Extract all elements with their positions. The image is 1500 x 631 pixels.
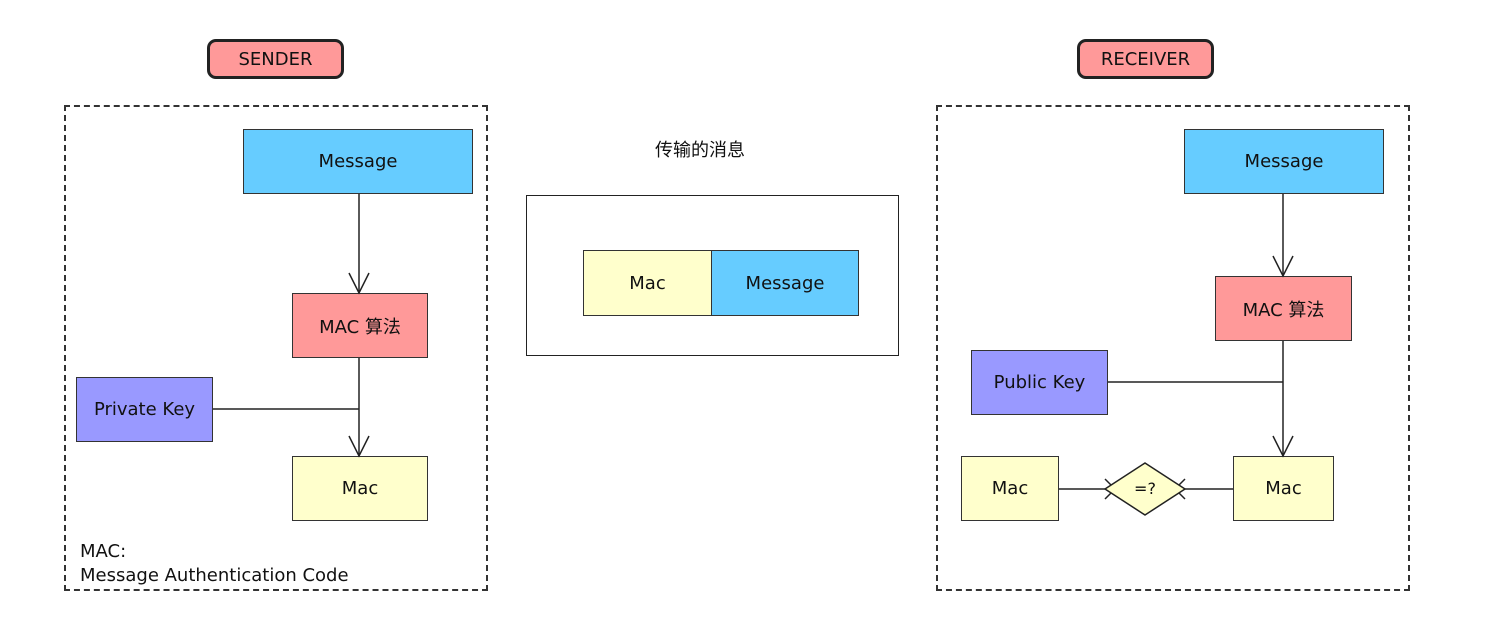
transfer-container xyxy=(526,195,899,356)
transfer-mac-box: Mac xyxy=(583,250,712,316)
receiver-public-key-box: Public Key xyxy=(971,350,1108,415)
receiver-received-mac-box: Mac xyxy=(961,456,1059,521)
sender-private-key-box: Private Key xyxy=(76,377,213,442)
receiver-container xyxy=(936,105,1410,591)
sender-mac-box: Mac xyxy=(292,456,428,521)
sender-message-box: Message xyxy=(243,129,473,194)
sender-mac-algorithm-box: MAC 算法 xyxy=(292,293,428,358)
receiver-title: RECEIVER xyxy=(1077,39,1214,79)
mac-definition-line2: Message Authentication Code xyxy=(80,565,349,586)
receiver-message-box: Message xyxy=(1184,129,1384,194)
sender-title: SENDER xyxy=(207,39,344,79)
mac-definition-note: MAC: Message Authentication Code xyxy=(80,540,480,588)
transfer-title: 传输的消息 xyxy=(655,140,745,161)
sender-container xyxy=(64,105,488,591)
compare-diamond-label: =? xyxy=(1134,479,1156,498)
receiver-mac-algorithm-box: MAC 算法 xyxy=(1215,276,1352,341)
mac-definition-line1: MAC: xyxy=(80,541,127,562)
receiver-computed-mac-box: Mac xyxy=(1233,456,1334,521)
transfer-message-box: Message xyxy=(711,250,859,316)
